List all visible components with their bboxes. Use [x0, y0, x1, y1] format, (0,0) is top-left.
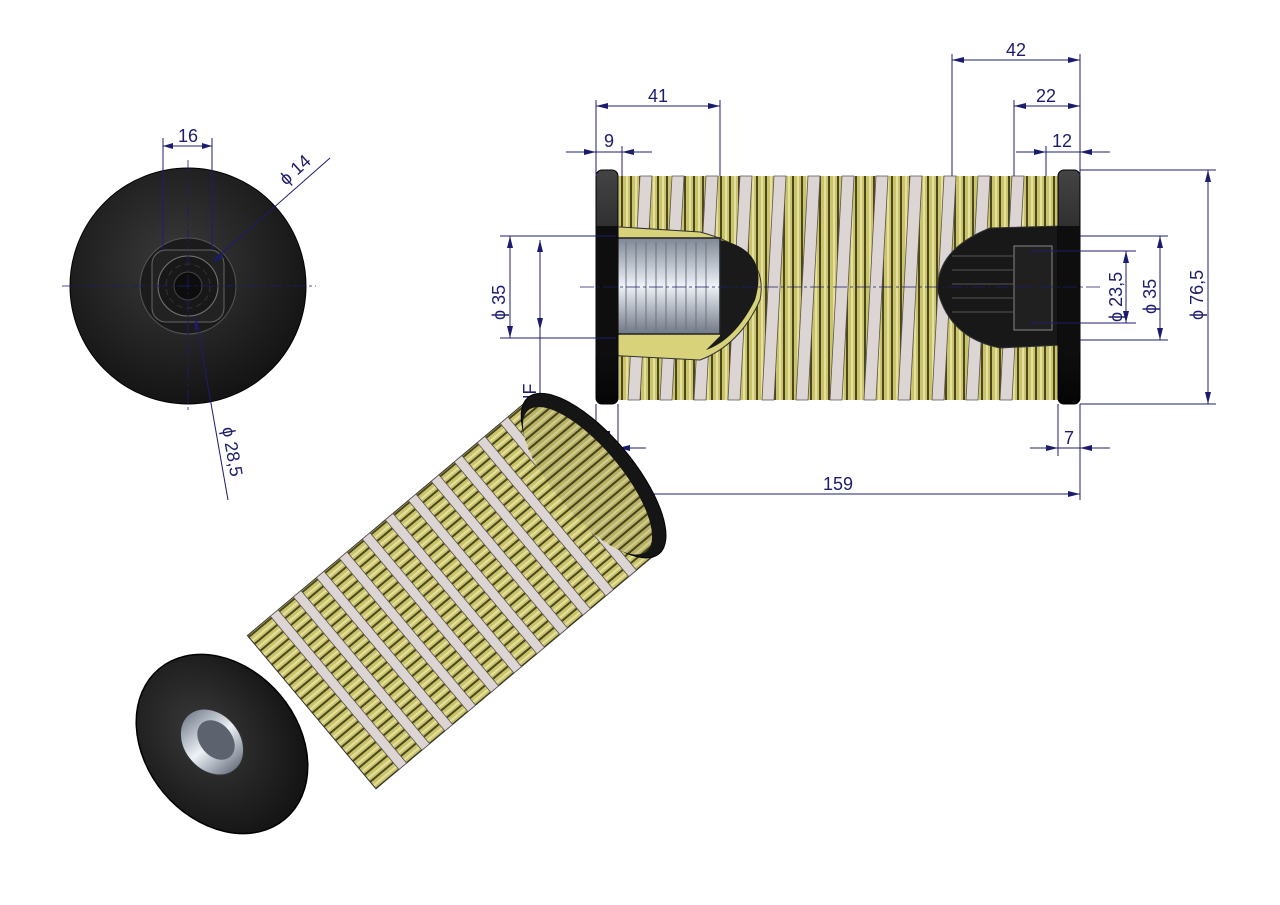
dim-41: 41	[648, 86, 668, 106]
dim-12: 12	[1052, 131, 1072, 151]
left-thread-insert	[615, 237, 721, 335]
right-bore-insert	[1013, 245, 1053, 331]
dim-42: 42	[1006, 40, 1026, 60]
filter-cartridge-isometric-icon	[135, 392, 667, 835]
end-view: 16 ϕ 14 ϕ 28,5	[62, 126, 331, 501]
dim-right-ring-7: 7	[1064, 428, 1074, 448]
dim-width-16: 16	[178, 126, 198, 146]
left-cap-section	[706, 240, 759, 350]
dim-thread-phi-35: ϕ 35	[489, 285, 509, 320]
dim-length-159: 159	[823, 474, 853, 494]
dim-phi-14: ϕ 14	[275, 151, 314, 189]
dim-bore-outer-phi-35: ϕ 35	[1140, 279, 1160, 314]
dim-22: 22	[1036, 86, 1056, 106]
side-view: 41 9 42 22 12 ϕ 35 1 1/4"-12 UNF	[489, 40, 1216, 500]
dim-9: 9	[604, 131, 614, 151]
dim-bore-phi-23-5: ϕ 23,5	[1106, 272, 1126, 322]
dim-outer-phi-76-5: ϕ 76,5	[1187, 270, 1207, 320]
